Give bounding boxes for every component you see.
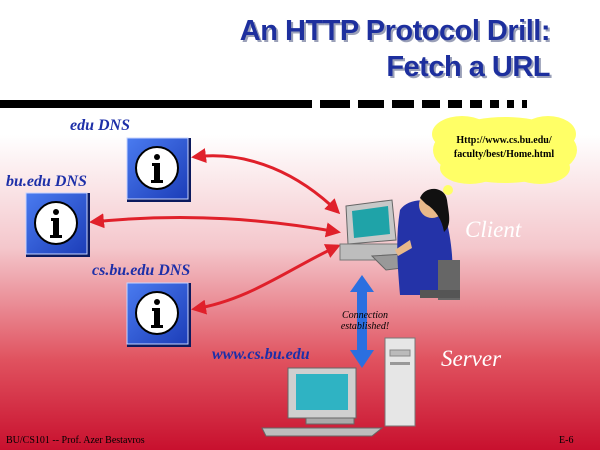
- cs-bu-edu-dns-arrow: [191, 244, 341, 315]
- connection-arrow: [350, 275, 374, 368]
- url-line2: faculty/best/Home.html: [453, 149, 555, 160]
- footer-page-number: E-6: [559, 435, 574, 446]
- slide-title-line2: Fetch a URL: [386, 51, 550, 83]
- bu-edu-dns-arrow: [89, 213, 341, 238]
- title-divider-dash: [320, 100, 350, 108]
- cs-bu-edu-dns-info-icon: [126, 282, 191, 347]
- title-divider-dash: [470, 100, 482, 108]
- title-divider: [0, 100, 312, 108]
- title-divider-dash: [392, 100, 414, 108]
- server-computer: [261, 337, 416, 437]
- edu-dns-arrow: [191, 148, 341, 215]
- footer-left: BU/CS101 -- Prof. Azer Bestavros: [6, 435, 145, 446]
- edu-dns-info-icon: [126, 137, 191, 202]
- title-divider-dash: [448, 100, 462, 108]
- title-divider-dash: [358, 100, 384, 108]
- bu-edu-dns-label: bu.edu DNS: [6, 173, 87, 190]
- title-divider-dash: [490, 100, 499, 108]
- server-host-label: www.cs.bu.edu: [212, 346, 310, 363]
- url-bubble-text: Http://www.cs.bu.edu/ faculty/best/Home.…: [448, 134, 560, 162]
- connection-label: Connection established!: [330, 310, 400, 332]
- url-line1: Http://www.cs.bu.edu/: [456, 135, 552, 146]
- client-person-icon: [395, 188, 460, 300]
- server-label: Server: [441, 346, 502, 371]
- cs-bu-edu-dns-label: cs.bu.edu DNS: [92, 262, 191, 279]
- connection-line2: established!: [340, 321, 390, 332]
- connection-line1: Connection: [341, 310, 389, 321]
- slide-title-line1: An HTTP Protocol Drill:: [239, 15, 551, 47]
- title-divider-dash: [422, 100, 440, 108]
- edu-dns-label: edu DNS: [70, 117, 131, 134]
- title-divider-dash: [522, 100, 527, 108]
- client-label: Client: [465, 217, 522, 242]
- url-thought-bubble: [432, 116, 577, 202]
- title-divider-dash: [507, 100, 514, 108]
- bu-edu-dns-info-icon: [25, 192, 90, 257]
